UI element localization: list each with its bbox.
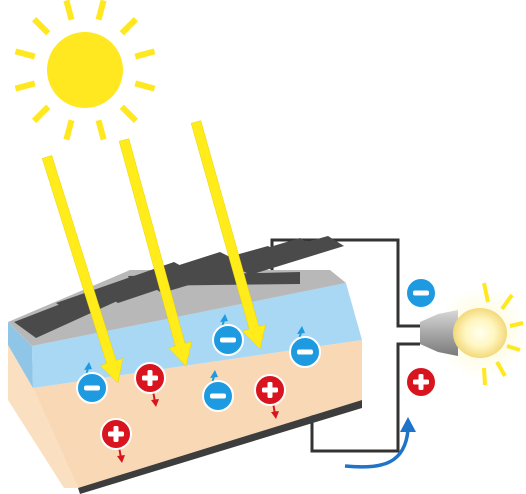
- sun-ray: [14, 48, 36, 60]
- busbar: [128, 272, 300, 286]
- panel-bottom-edge: [78, 400, 362, 494]
- electron: [405, 277, 437, 309]
- lower-layer-left-face: [8, 345, 78, 488]
- light-bulb-icon: [420, 282, 526, 386]
- current-arrow-head: [400, 417, 416, 432]
- sunlight-rays: [41, 120, 266, 384]
- upper-layer-left-face: [8, 322, 33, 388]
- charge-carriers: [76, 277, 437, 463]
- electron: [212, 314, 244, 356]
- bulb-ray: [506, 344, 521, 352]
- bulb-ray: [482, 282, 490, 303]
- hole: [100, 418, 132, 463]
- sun-ray: [63, 119, 75, 141]
- electron: [289, 326, 321, 368]
- electron: [76, 362, 108, 404]
- sun-icon: [14, 0, 156, 141]
- bulb-socket: [420, 310, 458, 356]
- bulb-glass: [453, 308, 507, 358]
- sun-ray: [31, 104, 51, 124]
- sunlight-ray: [41, 155, 124, 384]
- bulb-ray: [495, 361, 507, 377]
- hole: [254, 374, 286, 419]
- sunlight-ray: [118, 138, 193, 367]
- bottom-wire: [310, 342, 420, 453]
- grid-fingers: [14, 236, 344, 338]
- sun-ray: [134, 80, 156, 92]
- sun-ray: [119, 104, 139, 124]
- sun-disc: [47, 32, 123, 108]
- sun-ray: [119, 16, 139, 36]
- sun-ray: [95, 119, 107, 141]
- current-arrow-line: [344, 429, 410, 469]
- hole: [134, 362, 166, 407]
- grid-finger: [230, 236, 344, 275]
- electron: [202, 370, 234, 412]
- sun-ray: [14, 80, 36, 92]
- sun-rays: [14, 0, 156, 141]
- bulb-ray: [500, 293, 514, 311]
- hole: [405, 366, 437, 398]
- sun-ray: [63, 0, 75, 21]
- sun-ray: [95, 0, 107, 21]
- bulb-ray: [509, 321, 524, 328]
- bulb-rays: [482, 282, 524, 386]
- current-arrow: [344, 417, 416, 469]
- sun-ray: [134, 48, 156, 60]
- sun-ray: [31, 16, 51, 36]
- sunlight-ray: [190, 120, 266, 350]
- bulb-ray: [482, 367, 487, 386]
